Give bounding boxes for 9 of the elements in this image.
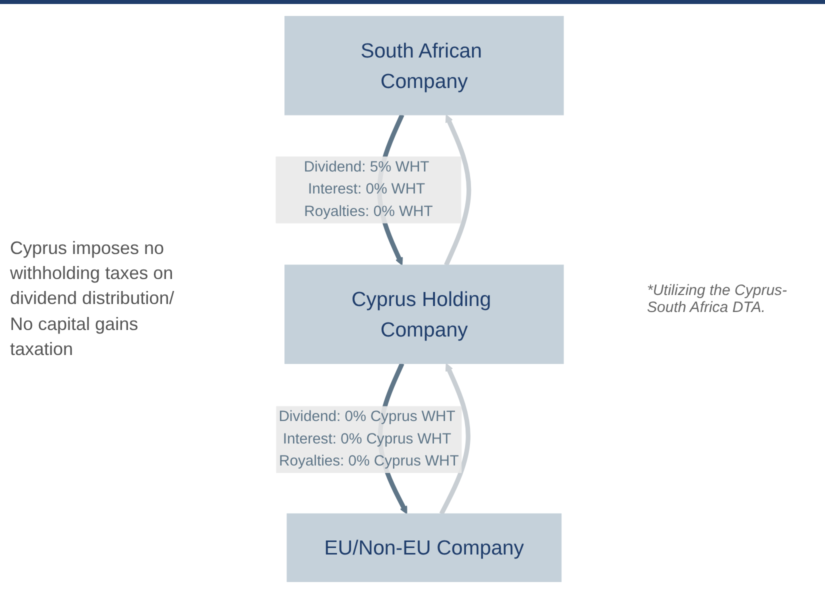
arrow [439,363,470,515]
node-box: South African Company [284,16,564,116]
edge-label: Dividend: 0% Cyprus WHT Interest: 0% Cyprus WHT Royalties: 0% Cyprus WHT [278,408,459,470]
footnote: *Utilizing the Cyprus-South Africa DTA. [647,282,788,316]
node-box: EU/Non-EU Company [286,513,562,582]
side-note: Cyprus imposes no withholding taxes on dividend distribution/ No capital gains taxation [10,237,176,361]
edge-label: Dividend: 5% WHT Interest: 0% WHT Royalties: 0% WHT [304,159,433,220]
node-box: Cyprus Holding Company [284,264,564,364]
arrow [444,114,472,266]
